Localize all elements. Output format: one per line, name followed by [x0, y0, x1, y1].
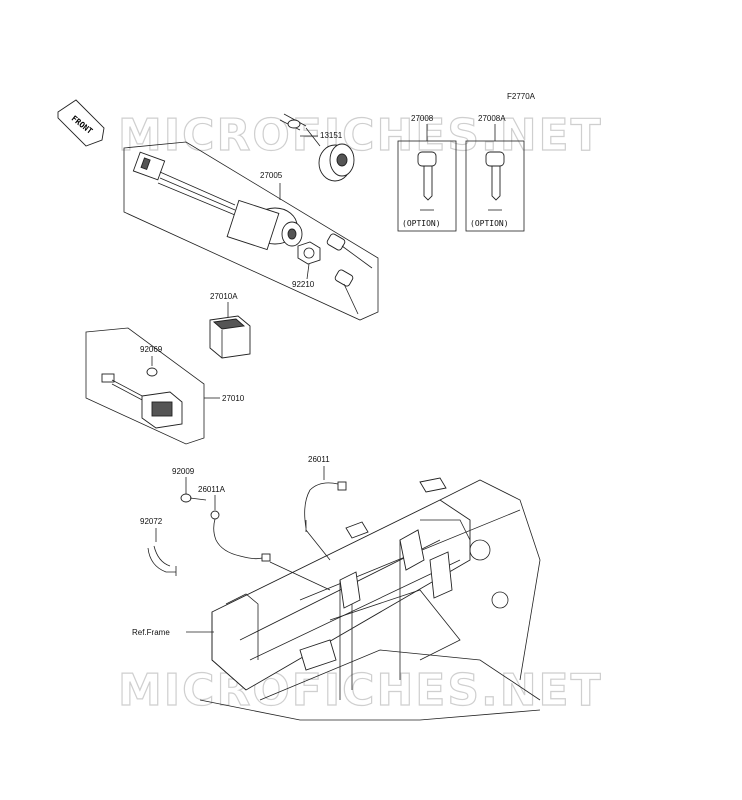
key-option-box-27008A: (OPTION): [465, 140, 525, 232]
watermark-bottom: MICROFICHES.NET: [118, 665, 603, 716]
ref-frame-label: Ref.Frame: [132, 628, 170, 637]
sensor-lead-icon: [304, 481, 347, 532]
part-label-92210: 92210: [292, 280, 315, 289]
part-label-27010: 27010: [222, 394, 245, 403]
ground-lead-icon: [210, 510, 271, 562]
ignition-assembly-box: [123, 141, 379, 321]
part-label-13151: 13151: [320, 131, 343, 140]
switch-assembly-box: [85, 327, 205, 445]
connector-icon: [132, 151, 236, 216]
part-label-27008: 27008: [411, 114, 434, 123]
option-label-27008: (OPTION): [402, 219, 441, 228]
part-label-92072: 92072: [140, 517, 163, 526]
part-label-27008A: 27008A: [478, 114, 506, 123]
indicator-lamp-icon: [279, 113, 355, 182]
key-option-box-27008: (OPTION): [397, 140, 457, 232]
part-label-92009: 92009: [172, 467, 195, 476]
key-pair-icon: [326, 233, 373, 315]
nut-icon: [297, 241, 321, 265]
ignition-switch-icon: [226, 199, 303, 251]
part-label-27005: 27005: [260, 171, 283, 180]
part-label-26011: 26011: [308, 455, 330, 464]
front-arrow-icon: FRONT: [57, 99, 105, 147]
switch-harness-icon: [101, 373, 183, 429]
diagram-code: F2770A: [507, 92, 536, 101]
watermark-top: MICROFICHES.NET: [118, 110, 603, 161]
vehicle-frame: [199, 477, 541, 721]
bolt-icon: [180, 493, 207, 503]
part-label-27010A: 27010A: [210, 292, 238, 301]
rocker-switch-icon: [209, 315, 251, 359]
option-label-27008A: (OPTION): [470, 219, 509, 228]
part-label-26011A: 26011A: [198, 485, 226, 494]
band-clamp-icon: [147, 545, 177, 576]
part-label-92069: 92069: [140, 345, 163, 354]
bulb-icon: [146, 367, 158, 377]
